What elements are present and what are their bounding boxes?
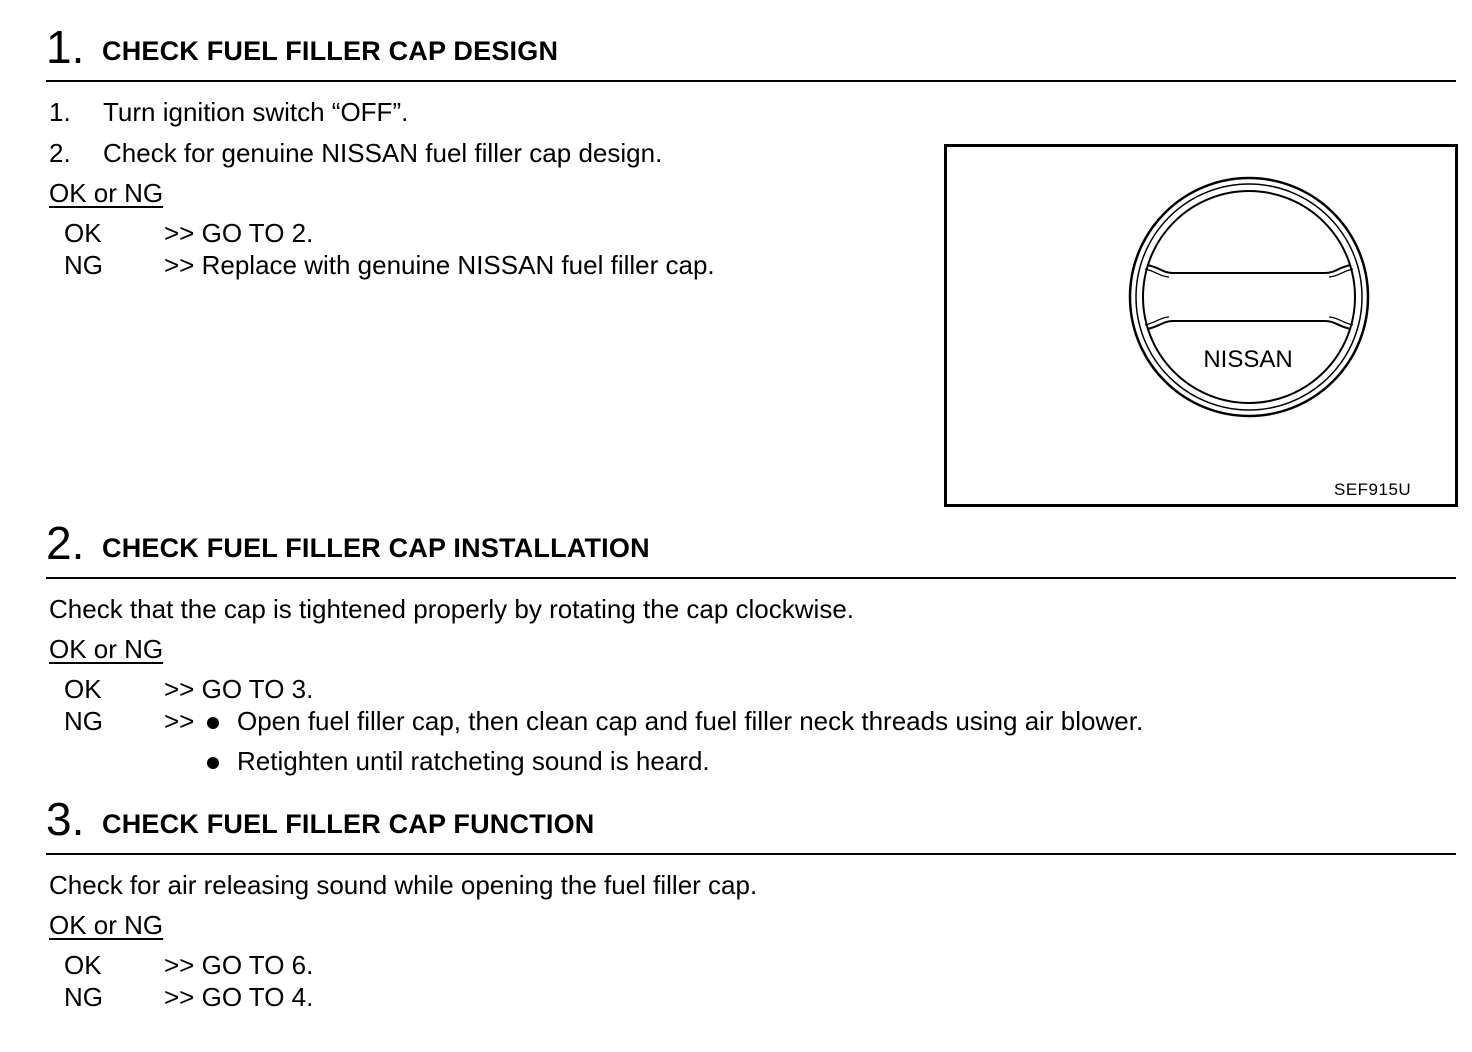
- step-3-body: Check for air releasing sound while open…: [49, 870, 758, 900]
- step-3-title: CHECK FUEL FILLER CAP FUNCTION: [102, 809, 595, 839]
- step-1-ok-label: OK: [64, 218, 102, 248]
- step-2-divider: [46, 577, 1456, 579]
- step-1-list-num-2: 2.: [49, 138, 71, 168]
- step-2-ng-bullet-1: Open fuel filler cap, then clean cap and…: [237, 706, 1144, 736]
- cap-logo-text: NISSAN: [1203, 346, 1292, 373]
- figure-id-label: SEF915U: [1334, 480, 1412, 499]
- step-3-ng-action: >> GO TO 4.: [164, 982, 314, 1012]
- step-2-number: 2.: [46, 517, 85, 569]
- step-1-list-num-1: 1.: [49, 97, 71, 127]
- bullet-icon: [207, 717, 219, 729]
- step-3-ok-or-ng-heading: OK or NG: [49, 910, 164, 940]
- bullet-icon: [207, 757, 219, 769]
- step-3-number: 3.: [46, 793, 85, 845]
- step-1-list-text-1: Turn ignition switch “OFF”.: [103, 97, 409, 127]
- step-1-ng-label: NG: [64, 250, 103, 280]
- step-2-ok-action: >> GO TO 3.: [164, 674, 314, 704]
- step-1-ok-action: >> GO TO 2.: [164, 218, 314, 248]
- step-1-divider: [46, 80, 1456, 82]
- step-2-ok-label: OK: [64, 674, 102, 704]
- step-2-ng-prefix: >>: [164, 706, 195, 736]
- step-2-ok-or-ng-heading: OK or NG: [49, 634, 164, 664]
- step-3-ok-action: >> GO TO 6.: [164, 950, 314, 980]
- step-1-ok-or-ng-heading: OK or NG: [49, 178, 164, 208]
- fuel-filler-cap-icon: NISSAN: [1128, 176, 1370, 418]
- step-2-body: Check that the cap is tightened properly…: [49, 594, 854, 624]
- step-2-title: CHECK FUEL FILLER CAP INSTALLATION: [102, 533, 650, 563]
- step-1-list-text-2: Check for genuine NISSAN fuel filler cap…: [103, 138, 663, 168]
- fuel-filler-cap-figure: NISSAN SEF915U: [944, 144, 1458, 507]
- step-3-divider: [46, 853, 1456, 855]
- step-2-ng-label: NG: [64, 706, 103, 736]
- step-3-ok-label: OK: [64, 950, 102, 980]
- step-1-ng-action: >> Replace with genuine NISSAN fuel fill…: [164, 250, 715, 280]
- step-1-number: 1.: [46, 21, 85, 73]
- step-2-ng-bullet-2: Retighten until ratcheting sound is hear…: [237, 746, 710, 776]
- step-3-ng-label: NG: [64, 982, 103, 1012]
- step-1-title: CHECK FUEL FILLER CAP DESIGN: [102, 36, 559, 66]
